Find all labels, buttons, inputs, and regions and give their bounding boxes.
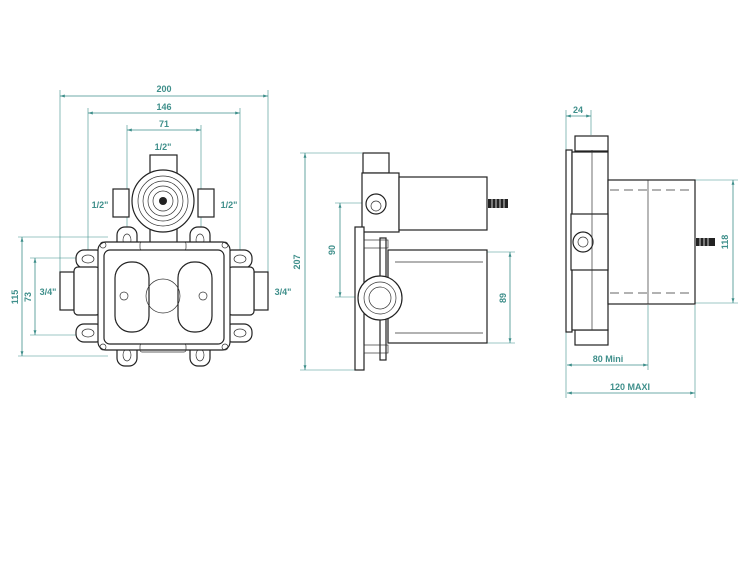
dim-120-maxi-label: 120 MAXI xyxy=(610,382,650,392)
dim-90-label: 90 xyxy=(327,245,337,255)
upper-cover xyxy=(398,176,488,231)
top-port-size-label: 1/2" xyxy=(155,142,172,152)
right-view: 24 118 80 Mini 120 MAXI xyxy=(565,105,738,398)
right-inlet-size-label: 3/4" xyxy=(275,287,292,297)
right-port xyxy=(197,188,215,218)
dim-71-label: 71 xyxy=(159,119,169,129)
right-cover xyxy=(607,179,696,305)
side-view: 207 90 89 xyxy=(292,152,515,371)
dim-73-label: 73 xyxy=(23,292,33,302)
lower-cover xyxy=(387,249,488,344)
left-inlet-fitting xyxy=(59,271,75,311)
dim-118-label: 118 xyxy=(720,235,730,250)
right-port-size-label: 1/2" xyxy=(221,200,238,210)
dim-207-label: 207 xyxy=(292,254,302,269)
dim-200-label: 200 xyxy=(156,84,171,94)
dim-24-label: 24 xyxy=(573,105,583,115)
dim-115-label: 115 xyxy=(10,290,20,305)
front-view: 200 146 71 1/2" 1/2" 1/2" 3/4" 3/4" 115 … xyxy=(10,84,292,367)
side-top-port xyxy=(362,152,390,174)
dim-89-label: 89 xyxy=(498,293,508,303)
dim-146-label: 146 xyxy=(156,102,171,112)
left-port-size-label: 1/2" xyxy=(92,200,109,210)
left-port xyxy=(112,188,130,218)
right-spindle xyxy=(696,238,715,246)
left-inlet-size-label: 3/4" xyxy=(40,287,57,297)
spindle xyxy=(488,199,508,208)
dim-80-mini-label: 80 Mini xyxy=(593,354,624,364)
right-inlet-fitting xyxy=(253,271,269,311)
